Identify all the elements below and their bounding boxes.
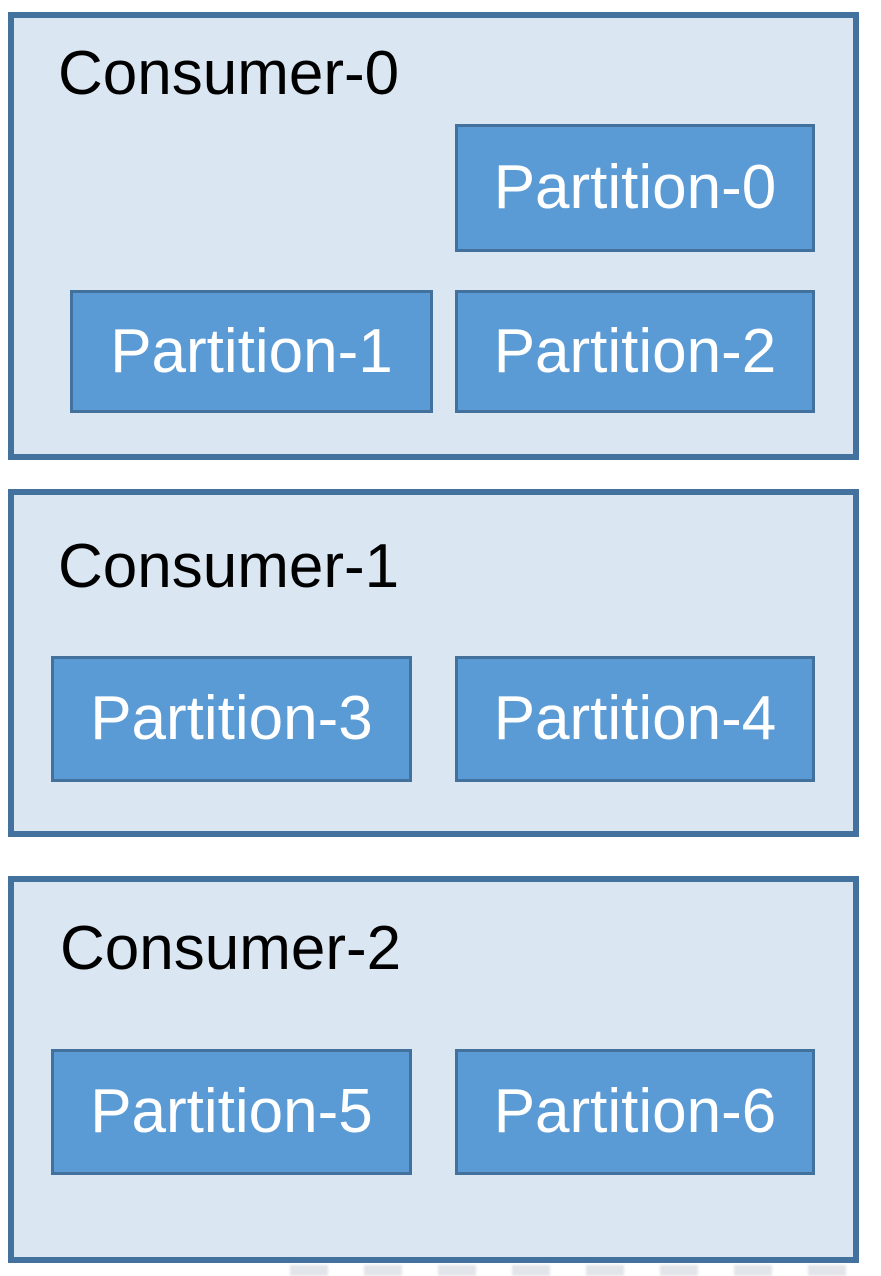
- consumer-0-label: Consumer-0: [58, 39, 400, 108]
- partition-1-box: Partition-1: [70, 290, 433, 413]
- partition-2-label: Partition-2: [493, 316, 777, 386]
- consumer-1-box: Consumer-1 Partition-3 Partition-4: [8, 489, 859, 837]
- consumer-2-box: Consumer-2 Partition-5 Partition-6: [8, 876, 859, 1263]
- partition-6-label: Partition-6: [493, 1077, 777, 1146]
- partition-5-label: Partition-5: [90, 1077, 373, 1146]
- consumer-0-box: Consumer-0 Partition-0 Partition-1 Parti…: [8, 12, 859, 460]
- consumer-2-label: Consumer-2: [60, 914, 402, 983]
- cropped-watermark: [290, 1265, 877, 1276]
- partition-1-label: Partition-1: [110, 316, 393, 386]
- partition-5-box: Partition-5: [51, 1049, 412, 1175]
- partition-2-box: Partition-2: [455, 290, 815, 413]
- consumer-1-label: Consumer-1: [58, 532, 400, 601]
- partition-4-label: Partition-4: [493, 684, 777, 753]
- partition-4-box: Partition-4: [455, 656, 815, 782]
- partition-6-box: Partition-6: [455, 1049, 815, 1175]
- partition-3-box: Partition-3: [51, 656, 412, 782]
- partition-0-box: Partition-0: [455, 124, 815, 252]
- partition-3-label: Partition-3: [90, 684, 373, 753]
- partition-0-label: Partition-0: [493, 153, 777, 222]
